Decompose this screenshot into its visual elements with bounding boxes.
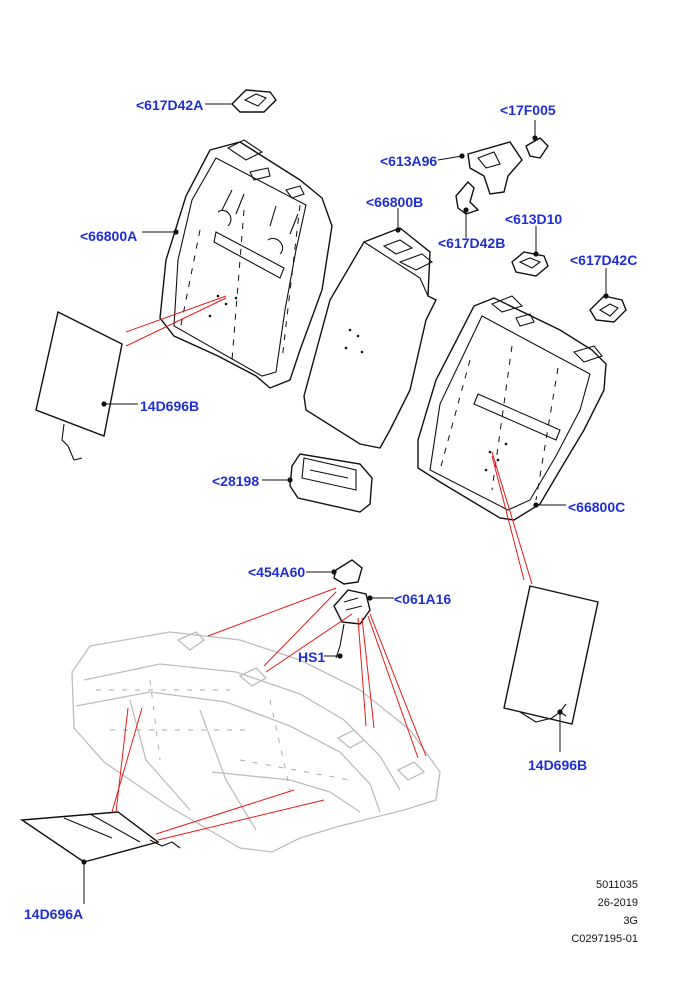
label-66800b: <66800B [366,194,424,210]
label-617d42c: <617D42C [570,252,638,268]
reference-code: 3G [623,915,638,927]
backrest-66800b-part [303,227,437,449]
seat-cushion-ghost [71,631,441,853]
bracket-613a96-part [467,141,523,195]
clip-617d42c-part [589,295,627,323]
backrest-66800a-part [159,139,333,389]
label-617d42b: <617D42B [438,235,506,251]
red-leaders-cushion [207,587,427,759]
reference-number: 5011035 [595,879,638,891]
label-66800c: <66800C [568,499,626,515]
red-leaders-left-mat [125,295,227,347]
clip-617d42a-part [231,89,277,113]
red-leaders-right-mat [491,451,533,585]
label-66800a: <66800A [80,228,138,244]
label-14d696b-right: 14D696B [528,757,588,773]
heater-mat-14d696b-right-part [503,585,599,725]
label-17f005: <17F005 [500,102,556,118]
label-617d42a: <617D42A [136,97,204,113]
reference-illustration-id: C0297195-01 [571,933,638,945]
label-613a96: <613A96 [380,153,438,169]
label-061a16: <061A16 [394,591,452,607]
clip-613d10-part [511,251,549,277]
label-14d696a: 14D696A [24,906,84,922]
backrest-66800c-part [417,295,607,521]
clip-454a60-part [333,559,363,585]
reference-date: 26-2019 [597,897,638,909]
bracket-061a16-part [333,589,371,625]
heater-mat-14d696b-left-part [35,310,123,461]
bracket-617d42b-part [455,180,480,215]
red-leaders-bottom-mat [111,707,325,841]
label-hs1: HS1 [298,649,326,665]
label-613d10: <613D10 [505,211,563,227]
heater-mat-14d696a-part [19,811,181,863]
housing-28198-part [289,453,373,513]
fastener-hs1-part [335,623,345,659]
label-14d696b-left: 14D696B [140,398,200,414]
clip-17f005-part [525,137,549,159]
label-454a60: <454A60 [248,564,306,580]
label-28198: <28198 [212,473,260,489]
